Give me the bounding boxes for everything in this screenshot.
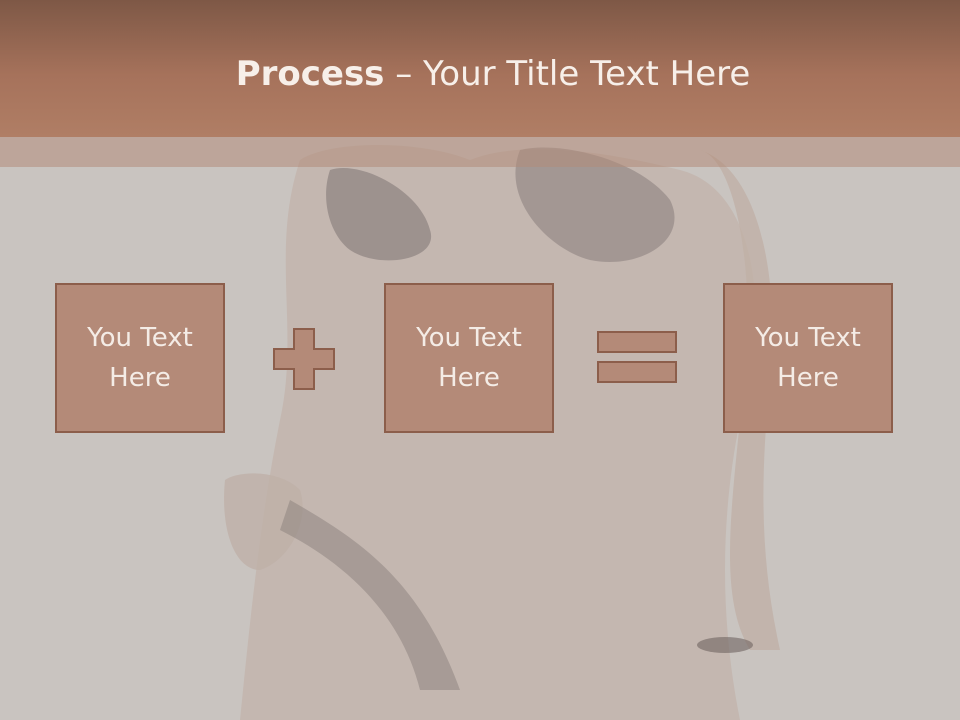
equals-icon[interactable] xyxy=(597,330,677,386)
process-box-2-line2: Here xyxy=(438,363,500,393)
process-box-1-text: You Text Here xyxy=(70,318,210,398)
process-box-3-text: You Text Here xyxy=(738,318,878,398)
process-box-3-line2: Here xyxy=(777,363,839,393)
process-box-2[interactable]: You Text Here xyxy=(384,283,554,433)
slide-title-bold: Process xyxy=(235,54,385,94)
process-box-3[interactable]: You Text Here xyxy=(723,283,893,433)
slide-title-rest: – Your Title Text Here xyxy=(384,54,751,94)
process-box-3-line1: You Text xyxy=(755,323,861,353)
title-accent-strip xyxy=(0,137,960,167)
title-band xyxy=(0,0,960,137)
process-box-2-text: You Text Here xyxy=(399,318,539,398)
process-box-1-line2: Here xyxy=(109,363,171,393)
process-box-2-line1: You Text xyxy=(416,323,522,353)
slide-title[interactable]: Process – Your Title Text Here xyxy=(0,52,960,96)
plus-icon[interactable] xyxy=(272,327,336,391)
process-box-1-line1: You Text xyxy=(87,323,193,353)
process-box-1[interactable]: You Text Here xyxy=(55,283,225,433)
